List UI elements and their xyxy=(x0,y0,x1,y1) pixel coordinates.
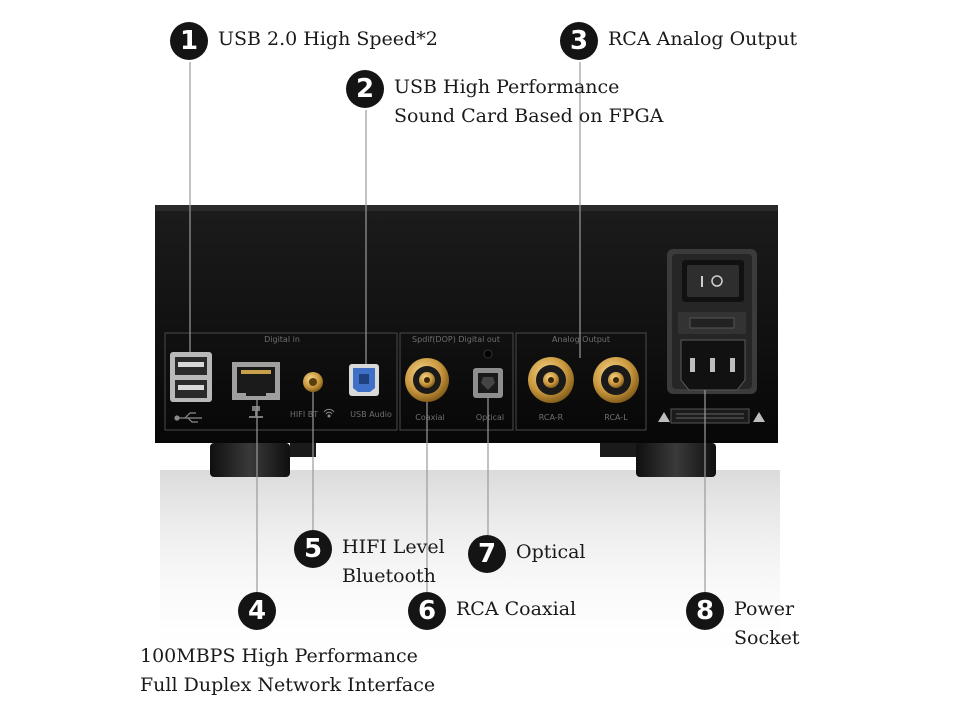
callout-label: USB 2.0 High Speed*2 xyxy=(218,28,438,50)
label-digital-in: Digital in xyxy=(264,335,300,344)
callout-number-badge: 7 xyxy=(468,535,506,573)
label-bluetooth: HIFI BT xyxy=(290,410,318,419)
rca-left-jack[interactable] xyxy=(593,357,639,403)
callout-number-badge: 5 xyxy=(294,530,332,568)
network-icon xyxy=(249,406,263,418)
power-switch[interactable] xyxy=(682,260,744,302)
label-spdif-out: Spdif(DOP) Digital out xyxy=(412,335,500,344)
callout-label: Optical xyxy=(516,541,586,563)
callout-number-badge: 4 xyxy=(238,592,276,630)
optical-port[interactable] xyxy=(473,368,503,398)
label-analog-out: Analog Output xyxy=(552,335,610,344)
power-inlet[interactable] xyxy=(680,339,746,391)
callout-number-badge: 8 xyxy=(686,592,724,630)
rca-right-jack[interactable] xyxy=(528,357,574,403)
warning-label xyxy=(670,408,750,424)
bluetooth-antenna-connector[interactable] xyxy=(303,372,323,392)
callout-network-interface: 100MBPS High Performance Full Duplex Net… xyxy=(140,642,435,700)
label-optical: Optical xyxy=(476,413,504,422)
coaxial-rca-jack[interactable] xyxy=(405,358,449,402)
callout-number-badge: 3 xyxy=(560,22,598,60)
callout-usb-sound-card: 2 USB High Performance Sound Card Based … xyxy=(346,70,663,131)
fuse-holder xyxy=(678,312,746,334)
usb-icon xyxy=(174,412,202,423)
callout-rca-coaxial: 6 RCA Coaxial xyxy=(408,592,576,630)
callout-network-badge: 4 xyxy=(238,592,276,630)
panel-section-frames xyxy=(164,332,647,431)
callout-label: HIFI Level Bluetooth xyxy=(342,536,445,587)
label-rca-l: RCA-L xyxy=(604,413,628,422)
callout-label: RCA Coaxial xyxy=(456,598,577,620)
warning-icon xyxy=(658,412,765,422)
label-usb-audio: USB Audio xyxy=(350,410,392,419)
callout-label: Power Socket xyxy=(734,598,800,649)
callout-usb-high-speed: 1 USB 2.0 High Speed*2 xyxy=(170,22,438,60)
indicator-hole xyxy=(483,349,493,359)
usb-b-port[interactable] xyxy=(349,364,379,396)
callout-power-socket: 8 Power Socket xyxy=(686,592,800,653)
callout-optical: 7 Optical xyxy=(468,535,586,573)
label-coaxial: Coaxial xyxy=(415,413,444,422)
bluetooth-icon xyxy=(323,408,335,418)
callout-number-badge: 1 xyxy=(170,22,208,60)
callout-number-badge: 6 xyxy=(408,592,446,630)
ethernet-port[interactable] xyxy=(232,362,280,400)
callout-rca-analog-output: 3 RCA Analog Output xyxy=(560,22,797,60)
usb-a-ports[interactable] xyxy=(170,352,212,402)
chassis-top-edge xyxy=(155,205,778,211)
floor-reflection xyxy=(160,470,780,670)
leader-lines xyxy=(189,62,706,592)
callout-number-badge: 2 xyxy=(346,70,384,108)
callout-label: 100MBPS High Performance Full Duplex Net… xyxy=(140,645,436,696)
callout-label: USB High Performance Sound Card Based on… xyxy=(394,76,664,127)
label-rca-r: RCA-R xyxy=(539,413,564,422)
device-feet xyxy=(210,443,716,477)
callout-label: RCA Analog Output xyxy=(608,28,798,50)
callout-bluetooth: 5 HIFI Level Bluetooth xyxy=(294,530,445,591)
